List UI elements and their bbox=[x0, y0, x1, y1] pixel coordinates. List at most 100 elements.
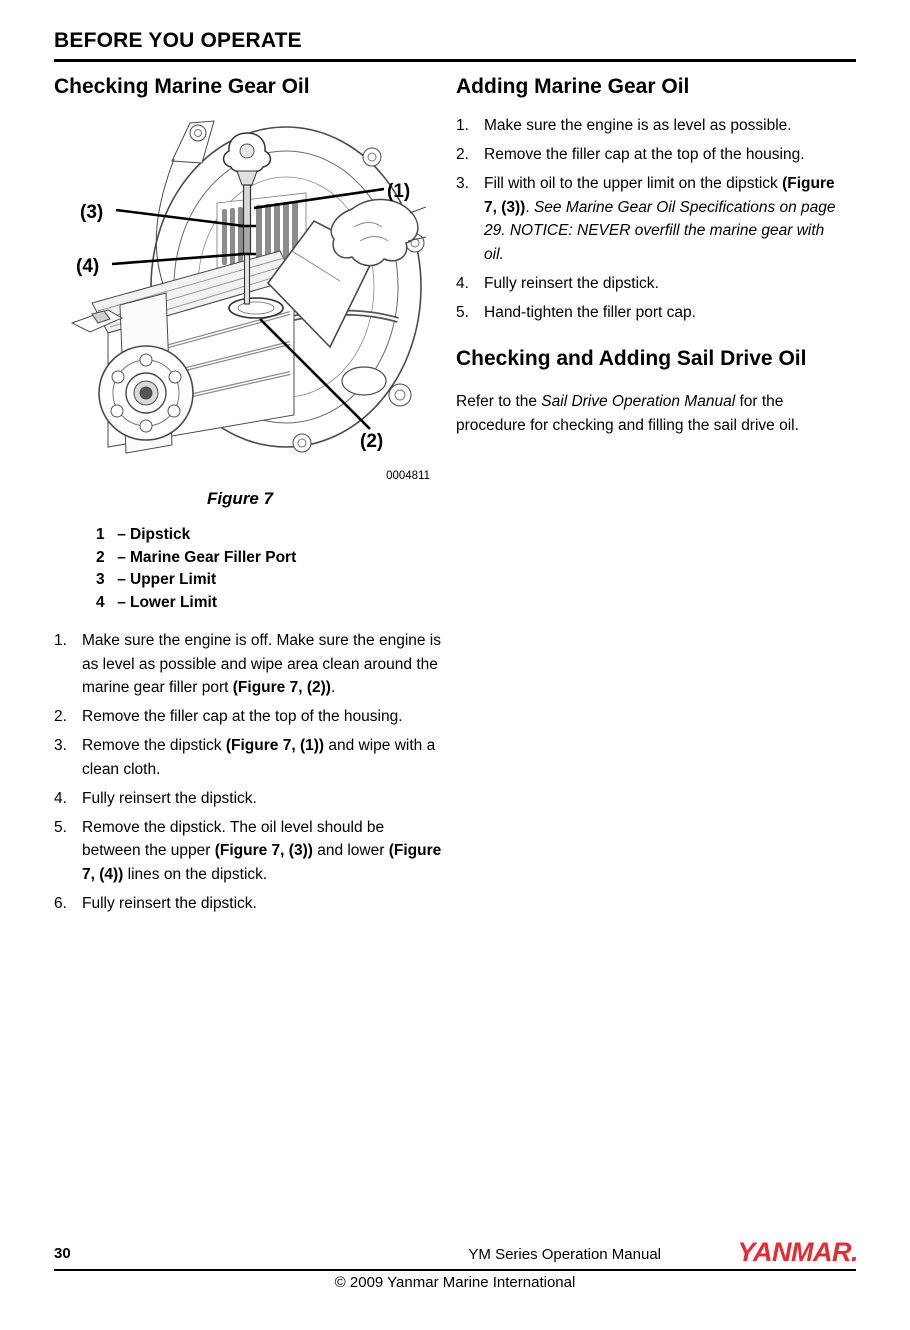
sail-drive-paragraph: Refer to the Sail Drive Operation Manual… bbox=[456, 390, 842, 437]
step-text: Remove the filler cap at the top of the … bbox=[484, 143, 842, 167]
step-text: Fill with oil to the upper limit on the … bbox=[484, 172, 842, 266]
legend-number: 4 bbox=[96, 593, 105, 611]
step-number: 3. bbox=[456, 175, 469, 192]
step-item: 4. Fully reinsert the dipstick. bbox=[456, 272, 842, 296]
adding-steps-list: 1. Make sure the engine is as level as po… bbox=[456, 114, 842, 324]
step-number: 4. bbox=[456, 274, 469, 292]
section-heading-sail-drive: Checking and Adding Sail Drive Oil bbox=[456, 347, 807, 370]
step-number: 5. bbox=[54, 818, 67, 836]
step-text: Remove the dipstick (Figure 7, (1)) and … bbox=[82, 734, 442, 781]
step-text: Make sure the engine is off. Make sure t… bbox=[82, 629, 442, 700]
step-text: Fully reinsert the dipstick. bbox=[484, 272, 842, 296]
legend-dash: – bbox=[117, 526, 126, 543]
figure-caption: Figure 7 bbox=[206, 489, 274, 508]
step-text: Make sure the engine is as level as poss… bbox=[484, 114, 842, 138]
text-segment: See Marine Gear Oil Specifications on pa… bbox=[484, 198, 836, 263]
callout-label-3: (3) bbox=[80, 202, 103, 223]
callout-label-2: (2) bbox=[360, 431, 383, 452]
page-number: 30 bbox=[54, 1245, 71, 1262]
step-number: 5. bbox=[456, 303, 469, 321]
step-item: 5. Hand-tighten the filler port cap. bbox=[456, 301, 842, 325]
header-rule bbox=[54, 59, 856, 62]
step-item: 2. Remove the filler cap at the top of th… bbox=[54, 705, 442, 729]
text-segment: Remove the filler cap at the top of the … bbox=[82, 708, 403, 725]
legend-label: Marine Gear Filler Port bbox=[130, 548, 297, 566]
step-text: Remove the filler cap at the top of the … bbox=[82, 705, 442, 729]
shift-lever bbox=[70, 309, 124, 333]
step-item: 4. Fully reinsert the dipstick. bbox=[54, 787, 442, 811]
step-number: 4. bbox=[54, 789, 67, 807]
limit-band bbox=[242, 225, 252, 255]
text-segment: (Figure 7, (3)) bbox=[214, 842, 313, 859]
text-segment: Make sure the engine is off. Make sure t… bbox=[82, 632, 442, 696]
callout-line-1 bbox=[253, 187, 385, 210]
callout-line-2 bbox=[259, 318, 371, 430]
text-segment: Remove the dipstick bbox=[82, 737, 226, 754]
output-flange bbox=[98, 292, 194, 454]
step-number: 1. bbox=[54, 632, 67, 649]
text-segment: Refer to the bbox=[456, 393, 542, 411]
legend-number: 3 bbox=[96, 571, 105, 588]
step-item: 1. Make sure the engine is off. Make sure… bbox=[54, 629, 442, 700]
step-number: 2. bbox=[54, 708, 67, 725]
left-column: Checking Marine Gear Oil bbox=[54, 74, 442, 921]
hand-with-cloth bbox=[266, 198, 427, 349]
text-segment: Sail Drive Operation Manual bbox=[541, 393, 736, 411]
dipstick bbox=[222, 132, 272, 305]
callout-line-4 bbox=[111, 252, 245, 266]
legend-number: 1 bbox=[96, 526, 105, 543]
legend-number: 2 bbox=[96, 548, 105, 566]
step-text: Fully reinsert the dipstick. bbox=[82, 892, 442, 916]
text-segment: Remove the filler cap at the top of the … bbox=[484, 146, 805, 163]
step-number: 3. bbox=[54, 737, 67, 754]
legend-label: Lower Limit bbox=[130, 593, 217, 611]
legend-dash: – bbox=[117, 593, 126, 611]
legend-label: Upper Limit bbox=[130, 571, 217, 588]
text-segment: . bbox=[525, 198, 534, 216]
step-number: 2. bbox=[456, 146, 469, 163]
legend-label: Dipstick bbox=[130, 526, 191, 543]
text-segment: Fully reinsert the dipstick. bbox=[82, 894, 257, 912]
callout-label-1: (1) bbox=[387, 181, 410, 202]
step-item: 3. Fill with oil to the upper limit on th… bbox=[456, 172, 842, 266]
text-segment: Hand-tighten the filler port cap. bbox=[484, 303, 696, 321]
step-text: Hand-tighten the filler port cap. bbox=[484, 301, 842, 325]
text-segment: (Figure 7, (3)) bbox=[484, 175, 835, 216]
hand bbox=[330, 198, 419, 267]
text-segment: lines on the dipstick. bbox=[123, 865, 268, 883]
legend-dash: – bbox=[117, 548, 126, 566]
text-segment: Remove the dipstick. The oil level shoul… bbox=[82, 818, 385, 860]
text-segment: and wipe with a clean cloth. bbox=[82, 737, 436, 778]
text-segment: (Figure 7, (1)) bbox=[225, 737, 325, 754]
section-heading-checking: Checking Marine Gear Oil bbox=[54, 75, 310, 98]
footer-manual-title: YM Series Operation Manual bbox=[468, 1246, 661, 1263]
text-segment: Fully reinsert the dipstick. bbox=[484, 274, 659, 292]
section-heading-adding: Adding Marine Gear Oil bbox=[456, 75, 690, 98]
callout-label-4: (4) bbox=[76, 256, 99, 277]
lifting-bracket bbox=[155, 120, 215, 288]
filler-port bbox=[228, 297, 284, 319]
text-segment: and lower bbox=[312, 842, 389, 859]
figure-code: 0004811 bbox=[386, 470, 430, 482]
step-number: 6. bbox=[54, 894, 67, 912]
legend-dash: – bbox=[117, 571, 126, 588]
text-segment: (Figure 7, (4)) bbox=[82, 842, 442, 883]
text-segment: (Figure 7, (2)) bbox=[232, 679, 331, 696]
footer-rule bbox=[54, 1269, 856, 1271]
legend-item: 2–Marine Gear Filler Port bbox=[96, 547, 442, 570]
callout-line-3 bbox=[115, 208, 245, 228]
legend-item: 1–Dipstick bbox=[96, 524, 442, 547]
footer-copyright: © 2009 Yanmar Marine International bbox=[334, 1274, 576, 1291]
marine-gear-drawing: (1) (3) (4) (2) bbox=[70, 120, 427, 454]
text-segment: Make sure the engine is as level as poss… bbox=[484, 117, 792, 134]
step-text: Fully reinsert the dipstick. bbox=[82, 787, 442, 811]
yanmar-logo: YANMAR. bbox=[737, 1237, 859, 1267]
step-number: 1. bbox=[456, 117, 469, 134]
text-segment: Fill with oil to the upper limit on the … bbox=[484, 175, 783, 192]
legend-item: 4–Lower Limit bbox=[96, 592, 442, 615]
checking-steps-list: 1. Make sure the engine is off. Make sure… bbox=[54, 629, 442, 915]
step-item: 2. Remove the filler cap at the top of th… bbox=[456, 143, 842, 167]
step-item: 1. Make sure the engine is as level as po… bbox=[456, 114, 842, 138]
